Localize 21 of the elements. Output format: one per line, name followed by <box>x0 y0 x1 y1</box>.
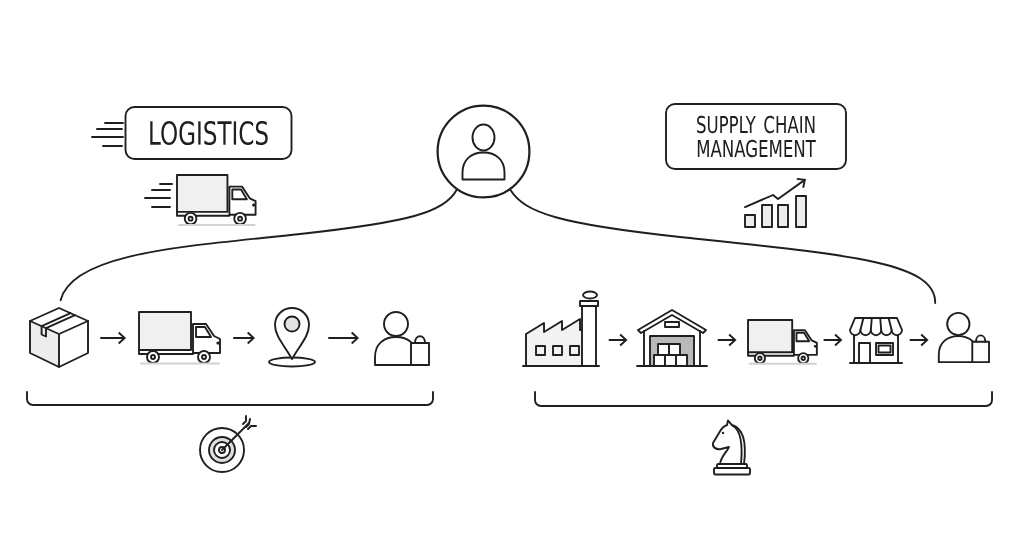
truck-icon <box>138 311 221 365</box>
label-box: LOGISTICS <box>124 106 293 160</box>
factory-icon <box>522 290 600 367</box>
user-icon <box>436 104 531 199</box>
arrow <box>909 333 929 347</box>
location-pin-icon <box>268 307 316 368</box>
connector-line <box>59 189 458 302</box>
arrow <box>100 331 127 345</box>
arrow <box>717 333 737 347</box>
package-icon <box>29 307 89 368</box>
shopper-icon <box>374 311 430 366</box>
connector-line <box>509 189 937 304</box>
arrow <box>823 333 843 347</box>
warehouse-icon <box>636 309 708 367</box>
arrow <box>233 331 256 345</box>
arrow <box>328 331 360 345</box>
shopper-icon <box>937 311 990 364</box>
arrow <box>608 333 628 347</box>
truck-icon <box>747 319 818 365</box>
store-icon <box>849 317 903 364</box>
label-box: SUPPLY CHAIN MANAGEMENT <box>665 103 847 170</box>
